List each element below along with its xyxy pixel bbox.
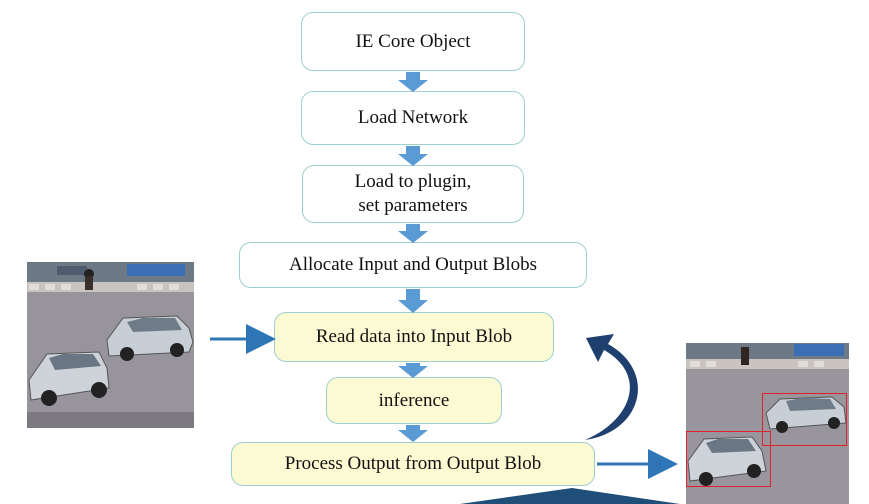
down-arrow-6 <box>398 425 428 442</box>
inference-box: inference <box>326 377 502 424</box>
output-photo <box>686 343 849 504</box>
down-arrow-1 <box>398 72 428 92</box>
input-photo <box>27 262 194 428</box>
detection-box-car-1 <box>762 393 847 446</box>
bottom-decoration <box>460 488 680 504</box>
down-arrow-5 <box>398 363 428 378</box>
load-network-box: Load Network <box>301 91 525 145</box>
down-arrow-2 <box>398 146 428 166</box>
load-plugin-label-line1: Load to plugin, <box>354 171 472 192</box>
load-network-label: Load Network <box>357 107 469 128</box>
ie-core-object-box: IE Core Object <box>301 12 525 71</box>
read-data-label: Read data into Input Blob <box>315 326 513 347</box>
ie-core-object-label: IE Core Object <box>355 30 471 52</box>
load-plugin-box: Load to plugin, set parameters <box>302 165 524 223</box>
read-data-box: Read data into Input Blob <box>274 312 554 362</box>
loop-arrow <box>585 334 638 440</box>
process-output-label: Process Output from Output Blob <box>284 453 542 474</box>
load-plugin-label-line2: set parameters <box>358 195 468 216</box>
down-arrow-3 <box>398 224 428 243</box>
process-output-box: Process Output from Output Blob <box>231 442 595 486</box>
detection-box-car-2 <box>686 431 771 487</box>
allocate-blobs-label: Allocate Input and Output Blobs <box>288 254 538 275</box>
inference-label: inference <box>378 389 450 411</box>
down-arrow-4 <box>398 289 428 313</box>
